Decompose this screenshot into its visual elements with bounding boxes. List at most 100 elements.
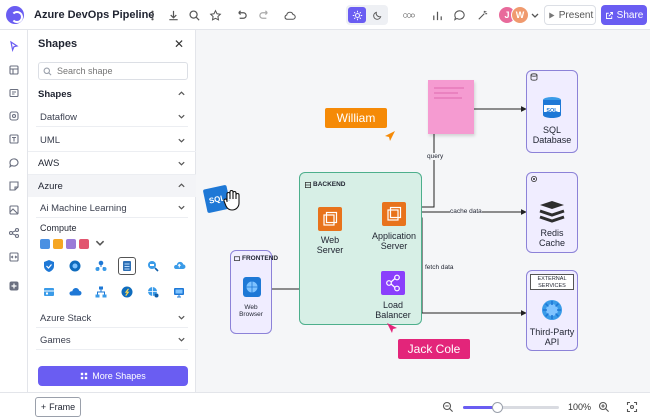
color-swatch[interactable]: [53, 239, 63, 249]
search-icon: [43, 67, 52, 76]
search-icon[interactable]: [187, 8, 201, 22]
monitor-icon[interactable]: [170, 283, 188, 301]
download-icon[interactable]: [166, 8, 180, 22]
present-button[interactable]: Present: [544, 5, 596, 25]
document-title[interactable]: Azure DevOps Pipeline: [34, 9, 155, 21]
component-icon[interactable]: [7, 109, 21, 123]
load-balancer-icon[interactable]: [380, 270, 406, 296]
frame-button[interactable]: + Frame: [35, 397, 81, 417]
zoom-slider-fill: [463, 406, 498, 409]
chevron-down-icon[interactable]: [94, 235, 106, 251]
section-azure[interactable]: Azure: [28, 175, 196, 197]
sticky-note[interactable]: [428, 80, 474, 134]
cloud-saved-icon[interactable]: [282, 8, 296, 22]
moon-icon[interactable]: [368, 7, 386, 23]
sun-icon[interactable]: [348, 7, 366, 23]
theme-toggle[interactable]: [346, 5, 388, 25]
zoom-slider[interactable]: [463, 406, 559, 409]
undo-icon[interactable]: [234, 8, 248, 22]
backend-group-label: BACKEND: [305, 181, 346, 188]
template-icon[interactable]: [7, 63, 21, 77]
server-icon[interactable]: [118, 257, 136, 275]
star-icon[interactable]: [208, 8, 222, 22]
shapes-panel: Shapes ✕ Shapes Dataflow UML AWS Azure A…: [28, 30, 196, 392]
share-button[interactable]: Share: [601, 5, 647, 25]
monitor-icon: [234, 255, 240, 261]
color-swatch[interactable]: [66, 239, 76, 249]
zoom-slider-handle[interactable]: [492, 402, 504, 413]
embed-icon[interactable]: [7, 250, 21, 264]
edge-label-cache-data: cache data: [450, 208, 482, 215]
frame-icon[interactable]: [7, 86, 21, 100]
web-server-label: Web Server: [316, 235, 344, 255]
chevron-down-icon: [178, 315, 185, 320]
section-label: Shapes: [38, 88, 72, 100]
shield-icon[interactable]: [40, 257, 58, 275]
color-swatch[interactable]: [40, 239, 50, 249]
cloud-icon[interactable]: [66, 283, 84, 301]
row-divider: [36, 330, 188, 350]
section-ai-machine-learning[interactable]: Ai Machine Learning: [28, 197, 196, 219]
load-balancer-label: Load Balancer: [375, 300, 411, 320]
color-swatch[interactable]: [79, 239, 89, 249]
edge-label-query: query: [427, 153, 444, 160]
pointer-icon[interactable]: [7, 39, 21, 53]
panel-title: Shapes: [38, 38, 78, 50]
web-browser-icon[interactable]: [242, 276, 262, 298]
connector-icon[interactable]: [7, 226, 21, 240]
sql-icon: [543, 97, 561, 118]
collaboration-icon[interactable]: [396, 8, 420, 22]
avatar[interactable]: W: [511, 6, 529, 24]
section-azure-stack[interactable]: Azure Stack: [28, 307, 196, 329]
function-icon[interactable]: [118, 283, 136, 301]
globe-icon[interactable]: [144, 283, 162, 301]
row-divider: [36, 308, 188, 328]
comment-icon[interactable]: [7, 156, 21, 170]
web-server-icon[interactable]: [317, 206, 343, 232]
more-shapes-button[interactable]: More Shapes: [38, 366, 188, 386]
close-icon[interactable]: ✕: [174, 37, 185, 51]
cursor-icon: [387, 323, 397, 333]
present-button-label: Present: [558, 9, 594, 21]
bottom-bar: + Frame 100%: [0, 392, 650, 420]
diagram-canvas[interactable]: FRONTEND Web Browser BACKEND Web Server …: [196, 30, 650, 392]
container-icon[interactable]: [40, 283, 58, 301]
fit-screen-icon[interactable]: [626, 401, 638, 413]
application-server-label: Application Server: [371, 231, 417, 251]
chevron-down-icon: [178, 337, 185, 342]
frontend-group-label: FRONTEND: [234, 255, 278, 262]
section-aws[interactable]: AWS: [28, 153, 196, 175]
section-games[interactable]: Games: [28, 329, 196, 351]
section-dataflow[interactable]: Dataflow: [28, 106, 196, 128]
section-uml[interactable]: UML: [28, 130, 196, 152]
share-icon: [605, 11, 613, 19]
comment-icon[interactable]: [452, 8, 466, 22]
application-server-icon[interactable]: [381, 201, 407, 227]
zoom-out-icon[interactable]: [442, 401, 454, 413]
add-icon[interactable]: [7, 279, 21, 293]
redo-icon[interactable]: [257, 8, 271, 22]
section-shapes[interactable]: Shapes: [28, 83, 196, 105]
search-analytics-icon[interactable]: [144, 257, 162, 275]
network-icon[interactable]: [92, 283, 110, 301]
search-input[interactable]: [38, 62, 188, 80]
chart-icon[interactable]: [430, 8, 444, 22]
sticky-note-icon[interactable]: [7, 179, 21, 193]
collaborator-tag-jack: Jack Cole: [398, 339, 470, 359]
section-label: Dataflow: [40, 111, 77, 123]
database-icon: [530, 73, 538, 81]
third-party-api-icon: [542, 300, 562, 320]
app-logo[interactable]: [6, 6, 24, 24]
magic-wand-icon[interactable]: [475, 8, 489, 22]
more-vertical-icon[interactable]: [145, 8, 159, 22]
redis-cache-card[interactable]: [526, 172, 578, 253]
dragged-sql-shape[interactable]: SQL: [200, 182, 234, 216]
chevron-down-icon[interactable]: [530, 8, 540, 22]
text-icon[interactable]: [7, 132, 21, 146]
zoom-in-icon[interactable]: [598, 401, 610, 413]
image-icon[interactable]: [7, 203, 21, 217]
tree-icon[interactable]: [92, 257, 110, 275]
backend-group[interactable]: [299, 172, 422, 325]
cloud-upload-icon[interactable]: [170, 257, 188, 275]
cloud-service-icon[interactable]: [66, 257, 84, 275]
